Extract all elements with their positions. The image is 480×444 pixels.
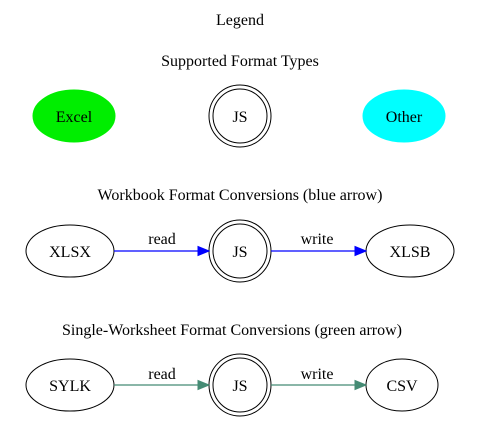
csv-label: CSV <box>386 378 418 395</box>
workbook-write-label: write <box>301 231 334 248</box>
other-label: Other <box>386 109 423 126</box>
sylk-label: SYLK <box>49 378 91 395</box>
xlsx-label: XLSX <box>49 244 91 261</box>
excel-node <box>32 89 116 143</box>
xlsb-label: XLSB <box>390 244 431 261</box>
worksheet-heading: Single-Worksheet Format Conversions (gre… <box>62 322 402 339</box>
excel-label: Excel <box>56 109 93 126</box>
worksheet-write-label: write <box>301 366 334 383</box>
workbook-read-arrow <box>114 245 211 257</box>
workbook-heading: Workbook Format Conversions (blue arrow) <box>98 187 383 204</box>
worksheet-read-arrow <box>114 379 211 391</box>
js-type-node <box>208 84 272 148</box>
workbook-read-label: read <box>148 231 176 248</box>
workbook-write-arrow <box>271 245 368 257</box>
other-node <box>362 89 446 143</box>
format-types-heading: Supported Format Types <box>161 53 319 70</box>
worksheet-write-arrow <box>271 379 368 391</box>
worksheet-read-label: read <box>148 366 176 383</box>
legend-title: Legend <box>216 12 264 29</box>
js-type-label: JS <box>232 109 247 126</box>
js-worksheet-label: JS <box>232 378 247 395</box>
js-workbook-label: JS <box>232 244 247 261</box>
